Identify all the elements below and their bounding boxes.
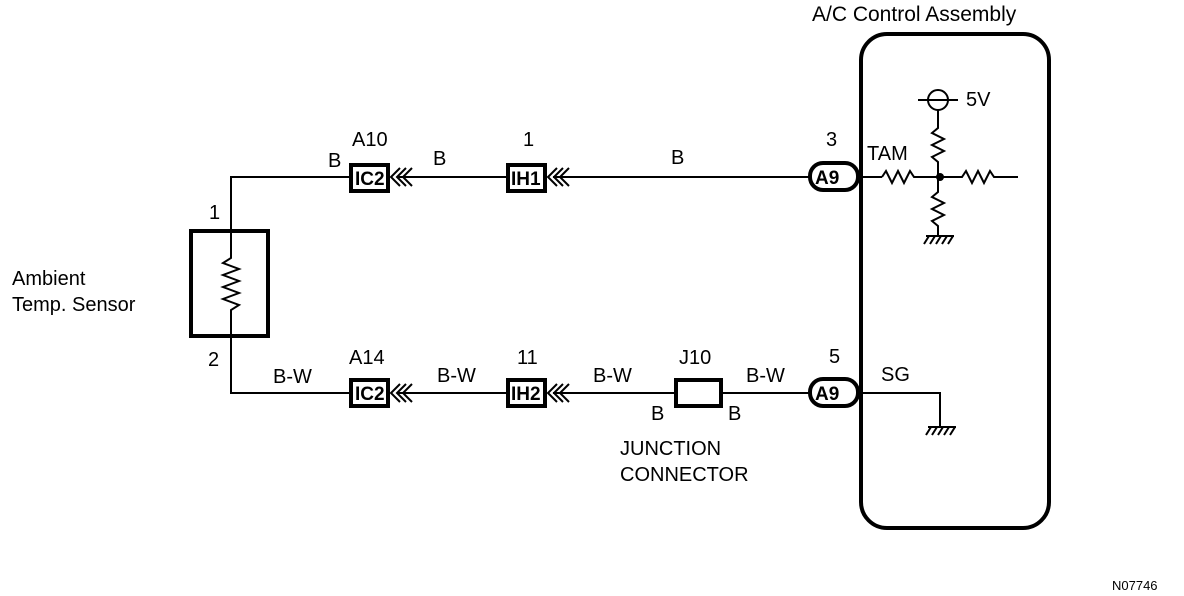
sensor-label-line1: Ambient [12,268,86,290]
tam-label: TAM [867,143,908,165]
sensor-label-line2: Temp. Sensor [12,294,136,316]
bottom-ecu-connector-a9-label: A9 [815,384,839,405]
bottom-connector-a14-id: A14 [349,347,385,369]
top-wire-color-mid: B [433,148,446,170]
top-connector-ic2-label: IC2 [355,169,385,190]
top-ecu-connector-a9-label: A9 [815,168,839,189]
tam-right-resistor [940,168,1018,186]
bottom-wire-color-long: B-W [593,365,632,387]
sensor-thermistor-symbol [220,252,242,316]
sg-label: SG [881,364,910,386]
tam-series-resistor [881,168,940,186]
sg-line [858,392,941,427]
top-wire-color-sensor: B [328,150,341,172]
sensor-pin-2: 2 [208,349,219,371]
top-connector-a10-id: A10 [352,129,388,151]
top-connector-ih1-label: IH1 [511,169,541,190]
bottom-wire-color-mid: B-W [437,365,476,387]
top-connector-ih1 [506,163,547,193]
bottom-connector-ic2-label: IC2 [355,384,385,405]
junction-right-wire-color: B [728,403,741,425]
pulldown-resistor [929,177,947,236]
bottom-wire-color-sensor: B-W [273,366,312,388]
bottom-connector-ih2-label: IH2 [511,384,541,405]
pullup-resistor [929,110,947,177]
bottom-connector-ic2-terminal-icon [389,383,413,403]
bottom-connector-ic2 [349,378,390,408]
sg-ground-icon [925,426,956,436]
ac-control-assembly-box [859,32,1051,530]
junction-j10-id: J10 [679,347,711,369]
ac-control-assembly-title: A/C Control Assembly [812,3,1017,26]
figure-code: N07746 [1112,578,1158,593]
top-connector-ih1-pin: 1 [523,129,534,151]
bottom-connector-ih2 [506,378,547,408]
top-connector-ic2 [349,163,390,193]
sensor-pin-1: 1 [209,202,220,224]
ambient-temp-sensor-box [189,229,270,338]
supply-voltage-label: 5V [966,89,991,111]
junction-connector-j10 [674,378,723,408]
junction-name-line1: JUNCTION [620,438,721,460]
bottom-wire-sensor-to-ic2 [230,316,351,394]
junction-name-line2: CONNECTOR [620,464,749,486]
bottom-connector-ih2-terminal-icon [546,383,570,403]
bottom-ecu-pin-number: 5 [829,346,840,368]
top-wire-sensor-to-ic2 [230,176,351,252]
bottom-connector-ih2-pin: 11 [517,347,538,369]
tam-ground-icon [923,235,954,245]
bottom-wire-color-right: B-W [746,365,785,387]
top-ecu-pin-number: 3 [826,129,837,151]
top-connector-ic2-terminal-icon [389,167,413,187]
top-connector-ih1-terminal-icon [546,167,570,187]
junction-left-wire-color: B [651,403,664,425]
top-wire-color-long: B [671,147,684,169]
